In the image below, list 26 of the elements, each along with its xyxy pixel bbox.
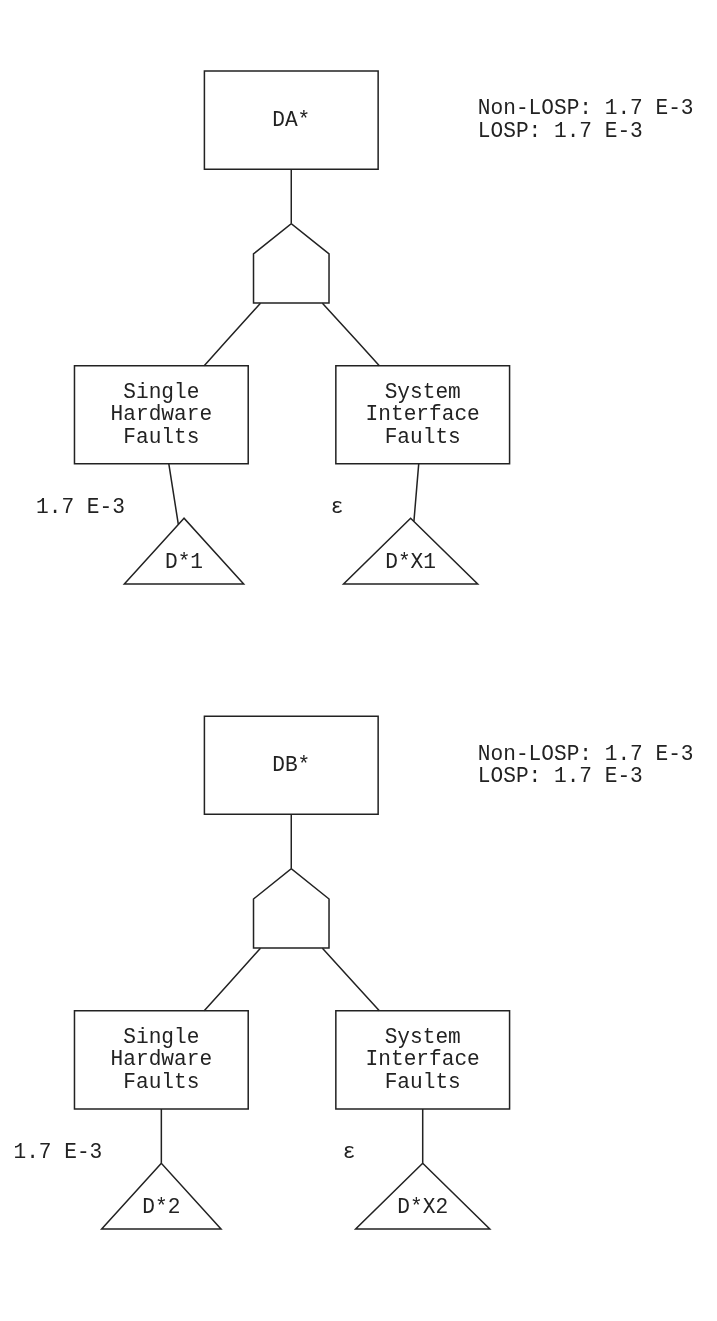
node-box: System Interface Faults: [335, 364, 511, 465]
connector: [321, 947, 381, 1011]
connector: [413, 462, 420, 522]
node-label: ε: [342, 1139, 356, 1164]
node-box: System Interface Faults: [335, 1009, 511, 1110]
node-label: LOSP: 1.7 E-3: [477, 118, 643, 143]
connector: [168, 462, 180, 525]
node-label: Non-LOSP: 1.7 E-3: [477, 741, 694, 765]
node-box: Single Hardware Faults: [73, 364, 249, 465]
node-label: 1.7 E-3: [13, 1139, 103, 1164]
connector: [160, 1107, 163, 1164]
node-box: DB*: [203, 714, 379, 815]
connector: [321, 301, 381, 366]
node-label: 1.7 E-3: [36, 493, 125, 518]
node-label: ε: [330, 493, 344, 518]
connector: [203, 947, 262, 1011]
node-gate: [252, 867, 330, 949]
node-box: DA*: [203, 69, 379, 170]
node-gate: [252, 222, 330, 304]
node-box: Single Hardware Faults: [73, 1009, 249, 1110]
connector: [290, 813, 293, 869]
node-label: Non-LOSP: 1.7 E-3: [477, 95, 694, 120]
node-label: LOSP: 1.7 E-3: [477, 763, 643, 788]
connector: [203, 301, 262, 366]
connector: [290, 168, 293, 224]
connector: [421, 1107, 424, 1164]
